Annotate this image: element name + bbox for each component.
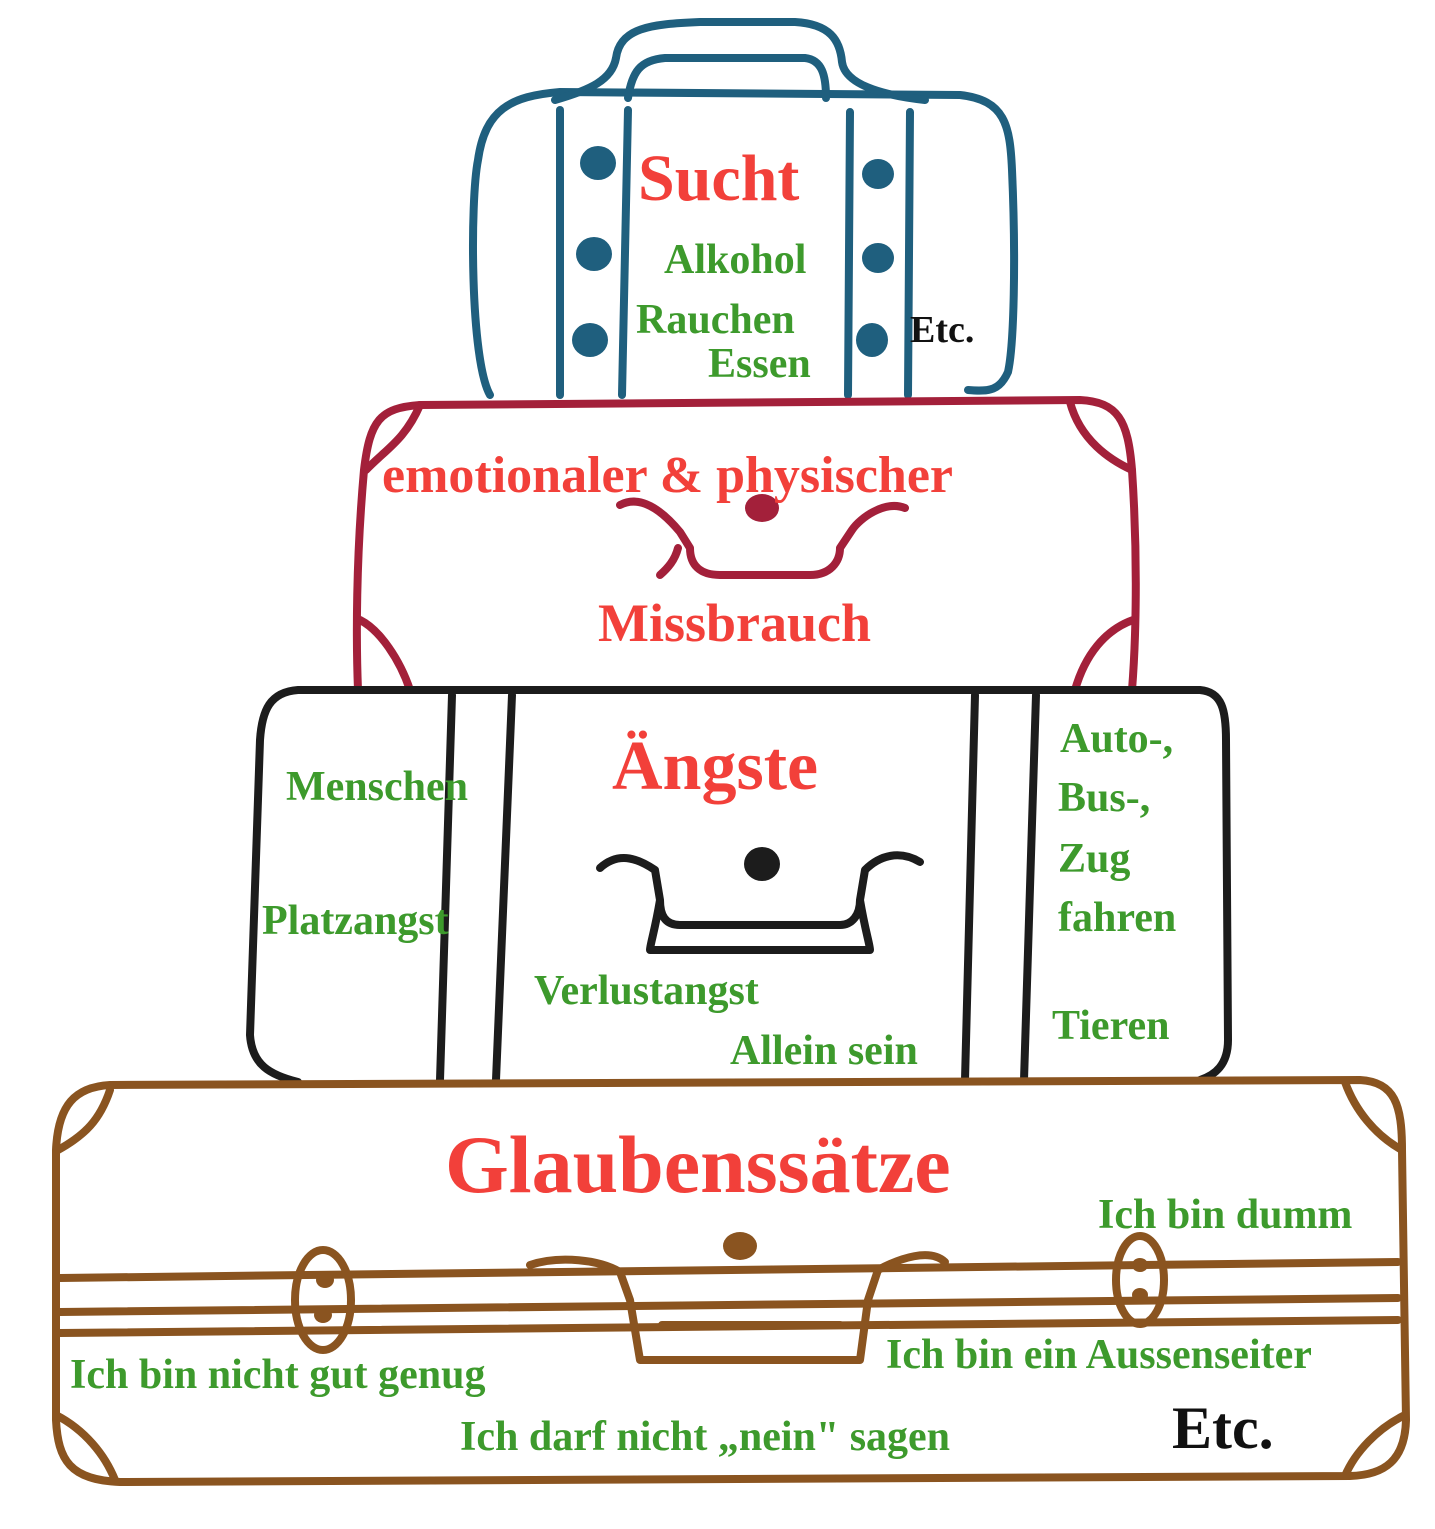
glaubenssaetze-item-dumm: Ich bin dumm — [1098, 1192, 1353, 1238]
sucht-item-essen: Essen — [708, 341, 811, 387]
blue-rivet — [572, 323, 608, 357]
blue-rivet — [856, 323, 888, 357]
brown-suitcase-corner-tr — [1341, 1078, 1406, 1154]
aengste-title: Ängste — [612, 728, 819, 805]
red-suitcase-corner-tl — [362, 401, 424, 474]
blue-suitcase-strap-right-a — [844, 108, 854, 399]
blue-rivet — [862, 243, 894, 273]
blue-suitcase — [469, 18, 1019, 399]
aengste-item-fahren: fahren — [1058, 895, 1177, 941]
brown-suitcase-clasp-left — [291, 1246, 355, 1354]
brown-suitcase-band-top-a — [56, 1258, 1402, 1282]
glaubenssaetze-etc: Etc. — [1172, 1395, 1274, 1461]
brown-suitcase-handle — [526, 1251, 949, 1364]
blue-suitcase-body — [469, 88, 1019, 399]
sucht-title: Sucht — [638, 142, 800, 215]
black-suitcase — [246, 686, 1232, 1086]
aengste-item-allein-sein: Allein sein — [730, 1028, 918, 1074]
brown-clasp-dot — [1132, 1288, 1148, 1302]
blue-suitcase-strap-left-b — [618, 106, 632, 399]
brown-suitcase-lock — [723, 1232, 757, 1260]
sucht-etc: Etc. — [910, 309, 975, 351]
black-suitcase-strap-right-a — [961, 691, 979, 1084]
brown-clasp-dot — [1132, 1258, 1148, 1272]
red-suitcase-body — [352, 396, 1140, 694]
aengste-item-bus: Bus-, — [1058, 775, 1151, 821]
aengste-item-menschen: Menschen — [286, 764, 468, 810]
brown-suitcase-band-top-b — [56, 1294, 1402, 1316]
missbrauch-title-line2: Missbrauch — [598, 593, 872, 653]
red-suitcase-corner-br — [1071, 616, 1137, 694]
black-suitcase-strap-left-a — [436, 691, 456, 1084]
red-suitcase — [352, 396, 1140, 694]
black-suitcase-strap-left-b — [492, 691, 516, 1084]
blue-rivet — [862, 159, 894, 189]
blue-suitcase-strap-right-b — [904, 108, 914, 399]
blue-suitcase-handle-inner — [624, 54, 830, 102]
blue-suitcase-handle — [551, 18, 929, 104]
red-suitcase-corner-tr — [1066, 398, 1136, 474]
brown-clasp-dot — [314, 1307, 332, 1323]
red-suitcase-corner-bl — [356, 616, 414, 694]
brown-suitcase-clasp-right — [1112, 1232, 1168, 1328]
blue-suitcase-rivets — [572, 146, 894, 357]
aengste-item-tieren: Tieren — [1052, 1003, 1170, 1049]
missbrauch-title-line1: emotionaler & physischer — [382, 447, 953, 504]
black-suitcase-body — [246, 686, 1232, 1086]
black-suitcase-strap-right-b — [1020, 691, 1040, 1084]
brown-suitcase — [52, 1076, 1410, 1486]
brown-suitcase-corner-tl — [54, 1086, 114, 1154]
brown-suitcase-corner-bl — [52, 1411, 119, 1484]
aengste-item-auto: Auto-, — [1060, 716, 1174, 762]
glaubenssaetze-title: Glaubenssätze — [445, 1119, 951, 1210]
glaubenssaetze-item-aussenseiter: Ich bin ein Aussenseiter — [886, 1332, 1312, 1378]
brown-suitcase-body — [52, 1076, 1410, 1486]
red-suitcase-handle — [616, 497, 909, 579]
glaubenssaetze-item-nein-sagen: Ich darf nicht „nein" sagen — [460, 1414, 951, 1460]
brown-suitcase-corner-br — [1341, 1411, 1409, 1480]
glaubenssaetze-item-nicht-gut-genug: Ich bin nicht gut genug — [70, 1352, 486, 1398]
sucht-item-alkohol: Alkohol — [664, 237, 807, 283]
black-suitcase-lock — [744, 847, 780, 881]
blue-rivet — [580, 146, 616, 180]
brown-clasp-dot — [316, 1272, 334, 1288]
blue-rivet — [576, 237, 612, 271]
aengste-item-zug: Zug — [1058, 836, 1131, 882]
black-suitcase-handle — [596, 851, 924, 954]
red-suitcase-lock — [745, 494, 779, 522]
aengste-item-platzangst: Platzangst — [262, 898, 449, 944]
aengste-item-verlustangst: Verlustangst — [534, 968, 759, 1014]
sucht-item-rauchen: Rauchen — [636, 297, 795, 343]
brown-suitcase-details — [314, 1232, 1148, 1323]
